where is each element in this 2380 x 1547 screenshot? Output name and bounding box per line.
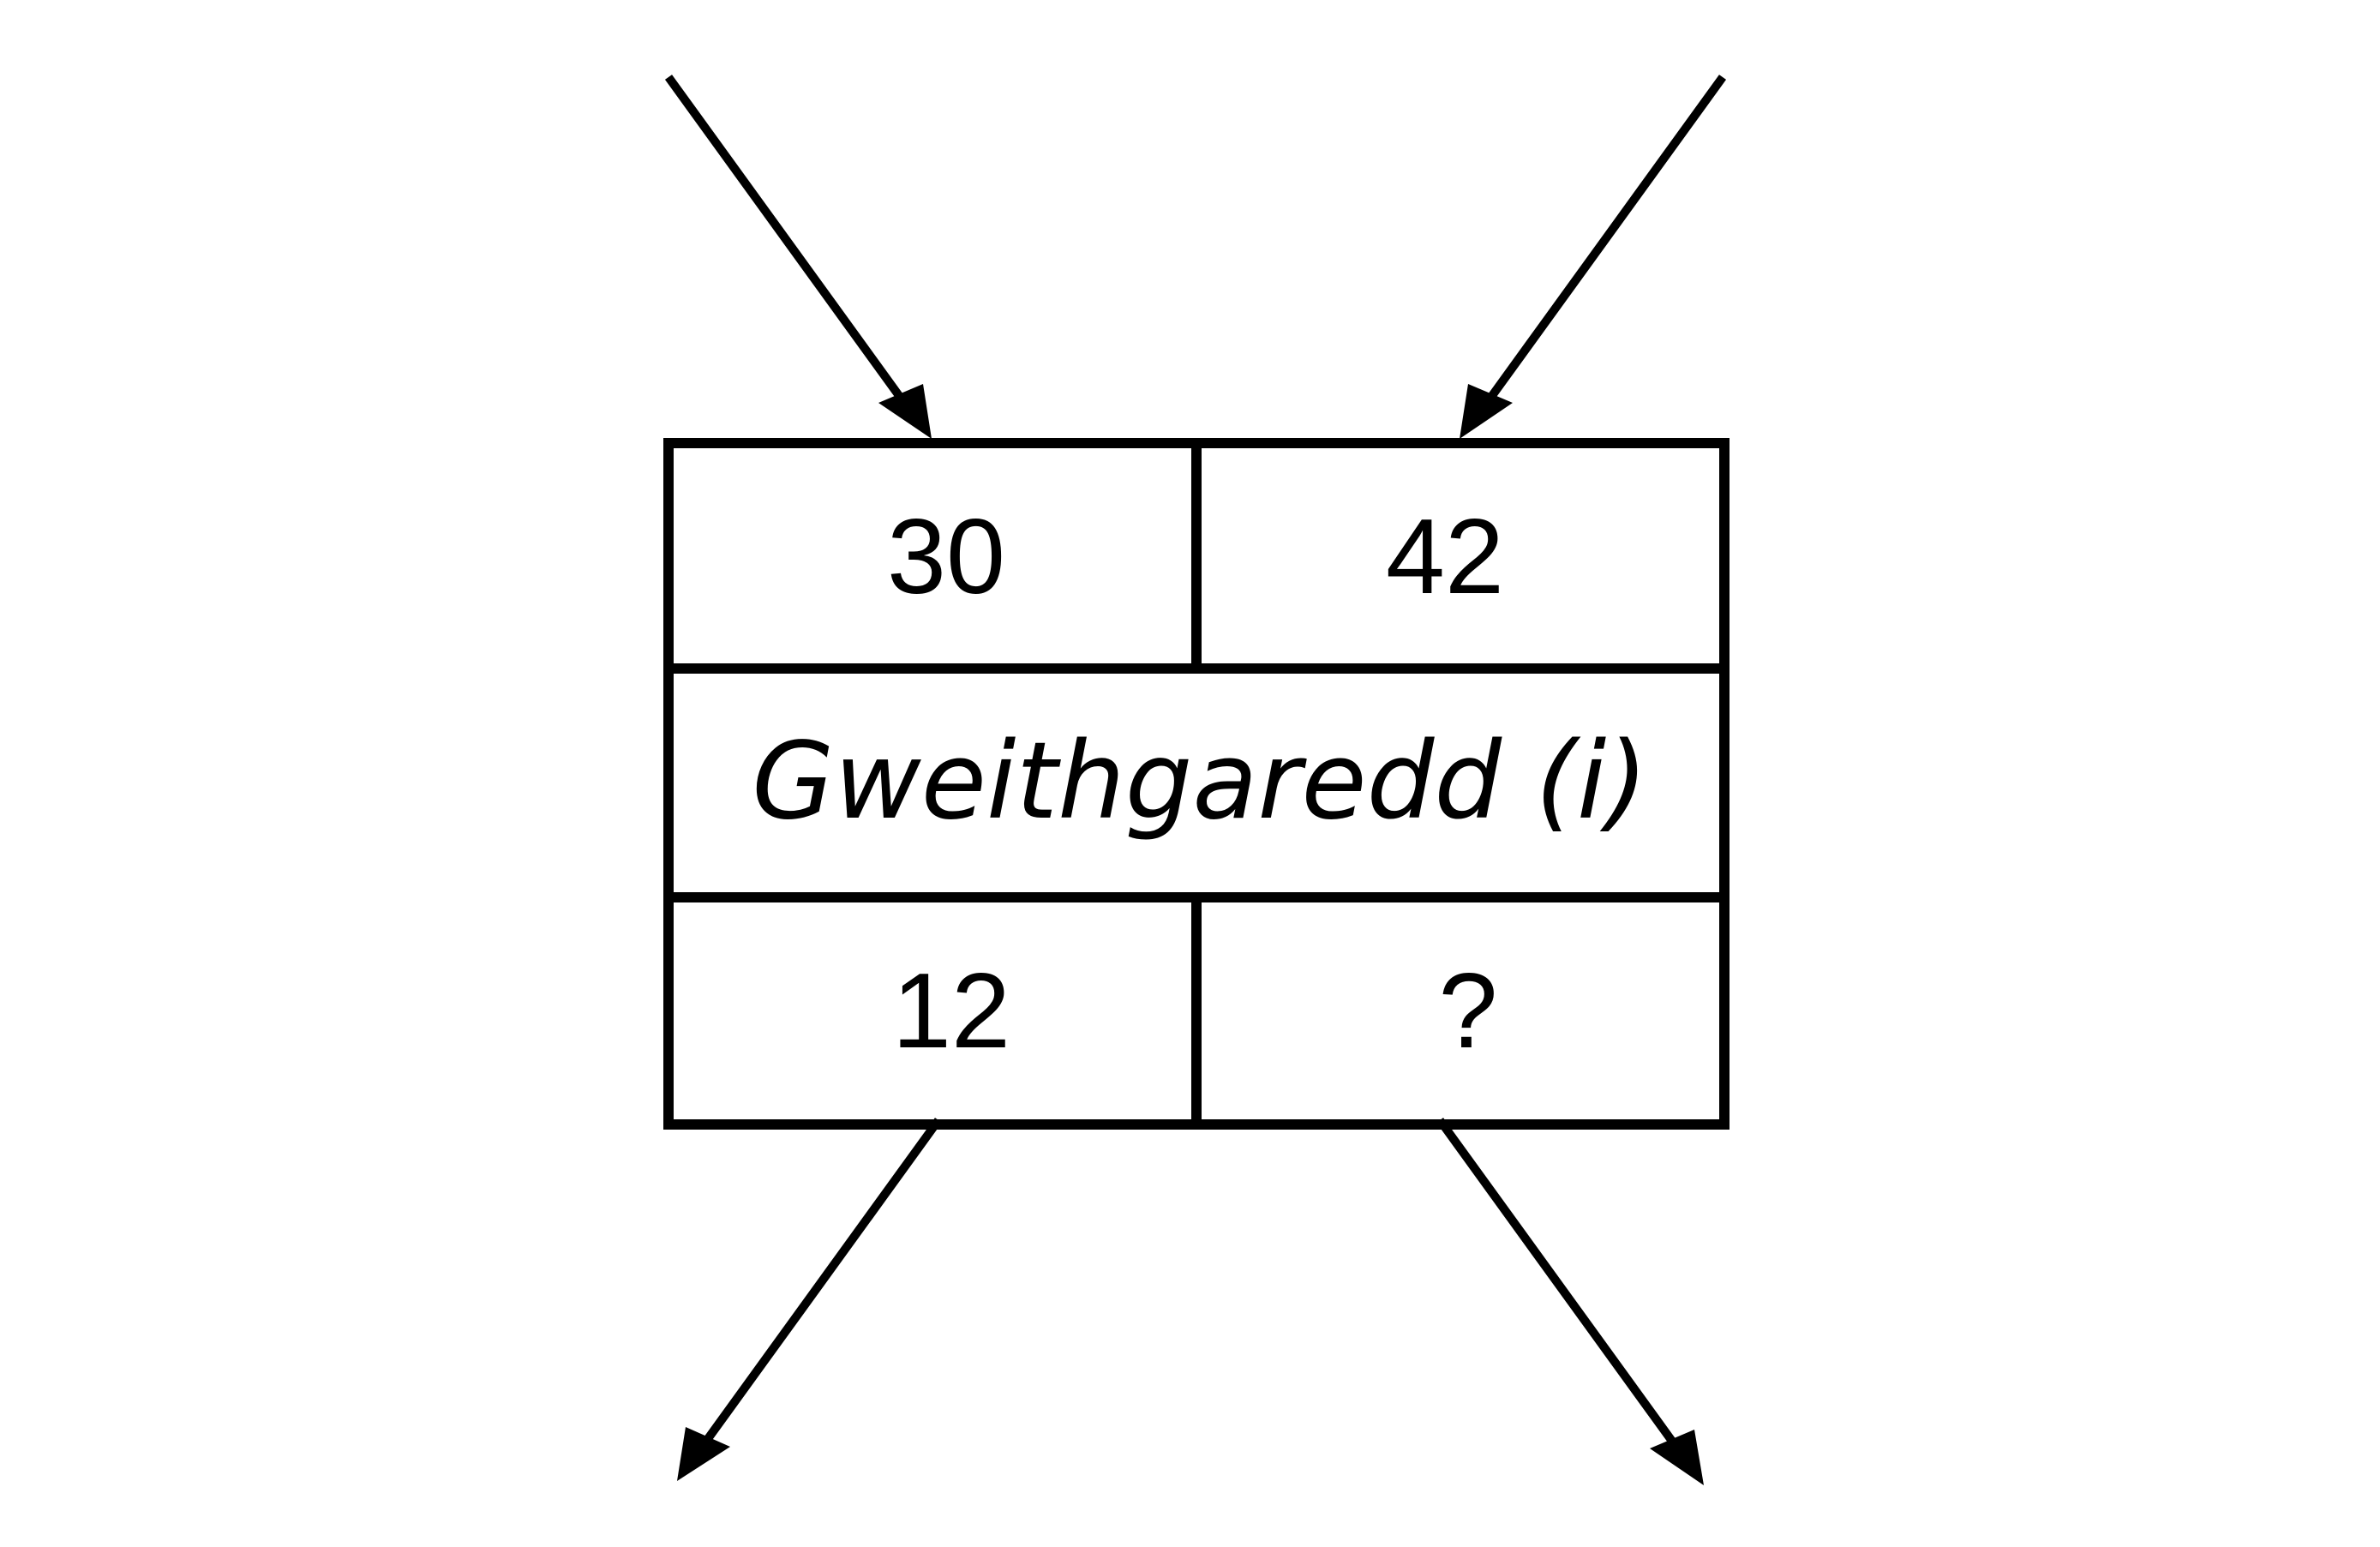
output-arrow-right [1436,1118,1704,1485]
output-value-right: ? [1439,952,1498,1070]
function-label: Gweithgaredd (i) [752,720,1647,843]
input-value-right: 42 [1386,498,1504,616]
input-value-left: 30 [887,498,1005,616]
arrow-head-icon [1650,1430,1704,1485]
arrow-head-icon [1460,384,1513,439]
input-arrow-left [664,75,932,439]
input-arrow-right [1460,75,1727,439]
arrow-head-icon [878,384,932,439]
output-arrow-left [677,1118,943,1481]
output-value-left: 12 [892,952,1010,1070]
arrow-head-icon [677,1427,730,1481]
machine-box [663,438,1730,1130]
